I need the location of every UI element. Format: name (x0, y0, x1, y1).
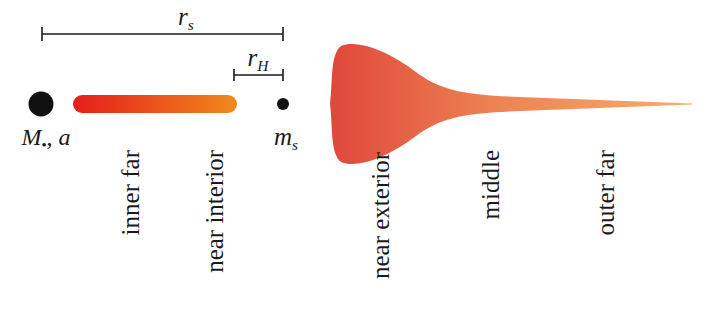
label-part: r (248, 44, 258, 71)
label-part: m (274, 123, 292, 150)
label-part: s (188, 15, 194, 32)
bracket-tick (282, 69, 284, 81)
region-label: outer far (593, 150, 618, 235)
bracket-line (42, 33, 283, 35)
region-label: inner far (118, 150, 143, 235)
hill-radius-label: rH (248, 45, 269, 70)
inner-disk (73, 95, 237, 113)
rs-bracket (42, 27, 283, 41)
bracket-tick (233, 69, 235, 81)
label-part: s (292, 135, 298, 152)
region-label: near interior (202, 150, 227, 273)
separation-label: rs (178, 4, 194, 29)
label-part: H (257, 56, 268, 73)
region-label: middle (478, 150, 503, 219)
label-part: • (41, 137, 46, 153)
black-hole-label: M•, a (21, 125, 70, 149)
region-label: near exterior (368, 152, 393, 279)
secondary-mass-label: ms (274, 124, 298, 149)
secondary-body (277, 98, 289, 110)
outer-disk (330, 44, 692, 164)
bracket-line (234, 74, 283, 76)
black-hole (29, 92, 54, 117)
bracket-tick (282, 27, 284, 41)
bracket-tick (41, 27, 43, 41)
label-part: M (21, 124, 41, 150)
label-part: a (59, 124, 71, 150)
label-part: , (47, 124, 59, 150)
label-part: r (178, 3, 188, 30)
